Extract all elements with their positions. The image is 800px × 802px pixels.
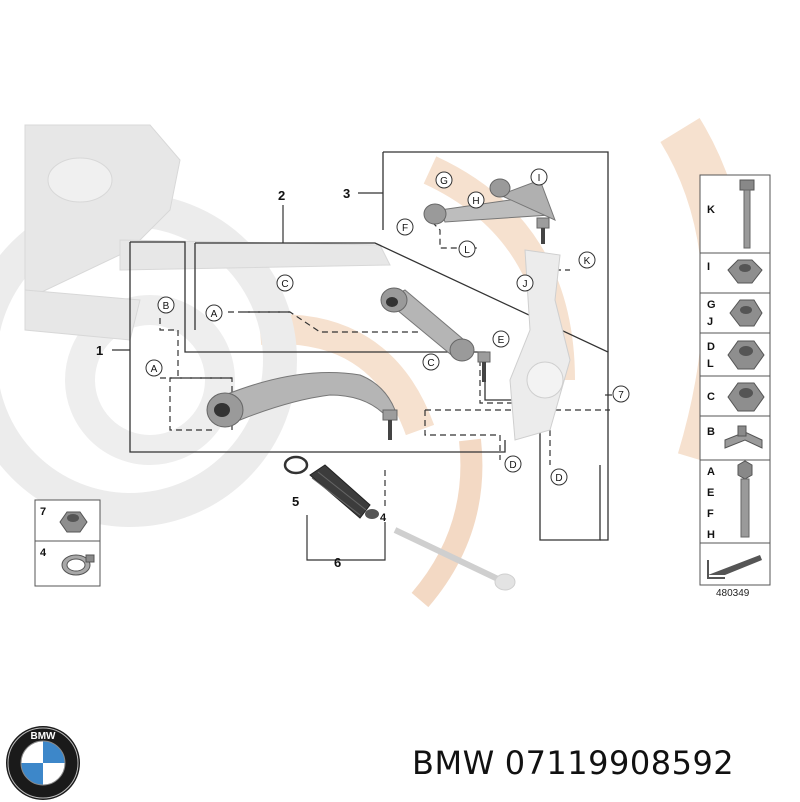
label-l: L xyxy=(458,240,476,258)
bolt-aefh-icon xyxy=(737,460,753,538)
svg-text:BMW: BMW xyxy=(31,731,57,742)
legend-c: C xyxy=(707,391,715,403)
svg-text:J: J xyxy=(523,279,528,290)
svg-text:A: A xyxy=(211,309,218,320)
callout-2: 2 xyxy=(278,188,285,203)
svg-text:7: 7 xyxy=(618,390,624,401)
bmw-logo-icon: BMW xyxy=(6,726,80,800)
legend-l: L xyxy=(707,358,714,370)
frame-1-outer xyxy=(129,242,506,453)
callout-4: 4 xyxy=(380,512,387,524)
legend-a: A xyxy=(707,466,715,478)
legend-4: 4 xyxy=(40,547,47,559)
legend-b: B xyxy=(707,426,715,438)
legend-k: K xyxy=(707,204,715,216)
nut-i-icon xyxy=(727,259,763,284)
callout-3: 3 xyxy=(343,186,350,201)
svg-text:C: C xyxy=(427,358,434,369)
clamp-4-icon xyxy=(61,554,95,576)
svg-text:C: C xyxy=(281,279,288,290)
svg-text:K: K xyxy=(584,256,591,267)
legend-j: J xyxy=(707,316,713,328)
lower-control-arm xyxy=(206,372,398,440)
svg-text:H: H xyxy=(472,196,479,207)
dashed-leaders xyxy=(159,213,610,510)
svg-text:I: I xyxy=(538,173,541,184)
label-7: 7 xyxy=(612,385,630,403)
tie-rod xyxy=(283,455,516,591)
frame-1 xyxy=(130,241,601,541)
label-f: F xyxy=(396,218,414,236)
bolt-k-icon xyxy=(739,179,755,249)
label-j: J xyxy=(516,274,534,292)
svg-text:A: A xyxy=(151,364,158,375)
nut-dl-icon xyxy=(727,340,765,370)
callout-6: 6 xyxy=(334,555,341,570)
assembly-frames xyxy=(129,151,609,541)
svg-text:F: F xyxy=(402,223,408,234)
brand-name: BMW xyxy=(412,744,495,782)
callout-1: 1 xyxy=(96,343,103,358)
label-g: G xyxy=(435,171,453,189)
label-b-left: B xyxy=(157,296,175,314)
left-legend: 7 4 xyxy=(34,499,101,587)
label-c-top: C xyxy=(276,274,294,292)
callouts: 1 2 3 4 5 6 xyxy=(96,186,612,570)
label-e: E xyxy=(492,330,510,348)
arrow-indicator-icon xyxy=(707,555,762,579)
label-a-mid: A xyxy=(205,304,223,322)
upper-wishbone xyxy=(423,178,556,244)
callout-5: 5 xyxy=(292,494,299,509)
background-subframe xyxy=(24,124,391,341)
tension-strut xyxy=(380,287,491,382)
label-i: I xyxy=(530,168,548,186)
label-k: K xyxy=(578,251,596,269)
label-c-mid: C xyxy=(422,353,440,371)
label-h: H xyxy=(467,191,485,209)
nut-c-icon xyxy=(727,382,765,412)
svg-text:B: B xyxy=(163,301,170,312)
svg-text:D: D xyxy=(555,473,562,484)
legend-d: D xyxy=(707,341,715,353)
figure-number: 480349 xyxy=(716,588,750,599)
right-legend: K I G J D L C B xyxy=(699,174,771,586)
legend-e: E xyxy=(707,487,714,499)
legend-i: I xyxy=(707,261,710,273)
label-d-left: D xyxy=(504,455,522,473)
nut-gj-icon xyxy=(729,299,763,327)
steering-knuckle xyxy=(509,249,571,441)
part-number: 07119908592 xyxy=(504,744,735,782)
circle-labels: B A A C C E G H I F L J K D D 7 xyxy=(145,168,630,486)
label-a-left: A xyxy=(145,359,163,377)
svg-text:E: E xyxy=(498,335,505,346)
legend-f: F xyxy=(707,508,714,520)
svg-text:G: G xyxy=(440,176,448,187)
clip-b-icon xyxy=(724,425,763,449)
svg-text:D: D xyxy=(509,460,516,471)
nut-7-icon xyxy=(59,511,88,533)
label-d-right: D xyxy=(550,468,568,486)
legend-g: G xyxy=(707,299,716,311)
frame-3 xyxy=(383,151,609,352)
svg-text:L: L xyxy=(464,245,470,256)
legend-7: 7 xyxy=(40,506,46,518)
legend-h: H xyxy=(707,529,715,541)
